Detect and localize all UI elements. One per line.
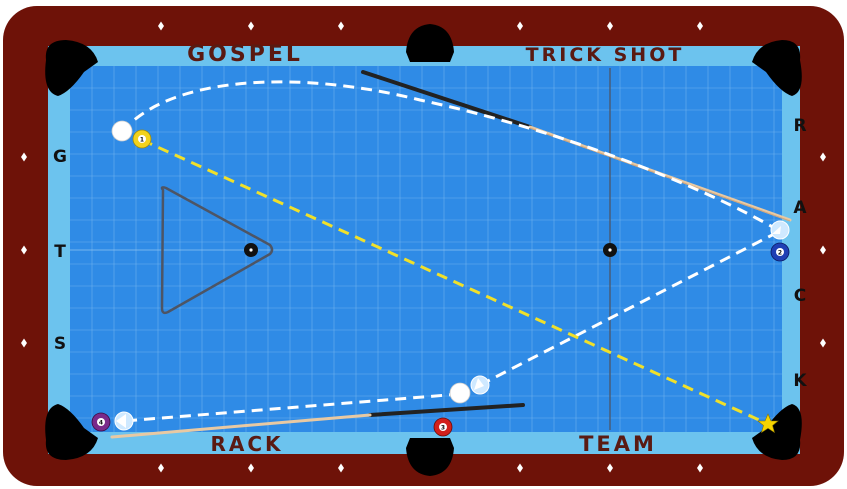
ball-2: 2 <box>771 243 789 261</box>
rail-text-trick-shot: TRICK SHOT <box>526 44 685 66</box>
left-letter-t: T <box>54 242 66 262</box>
ball-3-number: 3 <box>441 425 445 432</box>
left-letter-s: S <box>54 334 66 354</box>
table-felt <box>70 66 782 432</box>
foot-spot <box>603 243 617 257</box>
rail-text-gospel: GOSPEL <box>187 42 303 67</box>
arrow-icon-top-right <box>771 221 789 239</box>
head-spot <box>244 243 258 257</box>
left-letter-g: G <box>53 147 67 167</box>
arrow-icon-mid <box>471 376 489 394</box>
right-letter-r: R <box>793 116 806 136</box>
ball-2-number: 2 <box>778 250 782 257</box>
ball-1: 1 <box>133 130 151 148</box>
ball-4-number: 4 <box>99 420 103 427</box>
right-letter-k: K <box>793 371 807 391</box>
ball-1-number: 1 <box>140 137 144 144</box>
right-letter-a: A <box>793 198 807 218</box>
ball-3: 3 <box>434 418 452 436</box>
ball-4: 4 <box>92 413 110 431</box>
cue-ball-start <box>112 121 132 141</box>
cue-ball-mid <box>450 383 470 403</box>
arrow-icon-bottom-left <box>115 412 133 430</box>
rail-text-rack: RACK <box>210 432 283 456</box>
rail-text-team: TEAM <box>579 432 657 456</box>
right-letter-c: C <box>794 286 806 306</box>
